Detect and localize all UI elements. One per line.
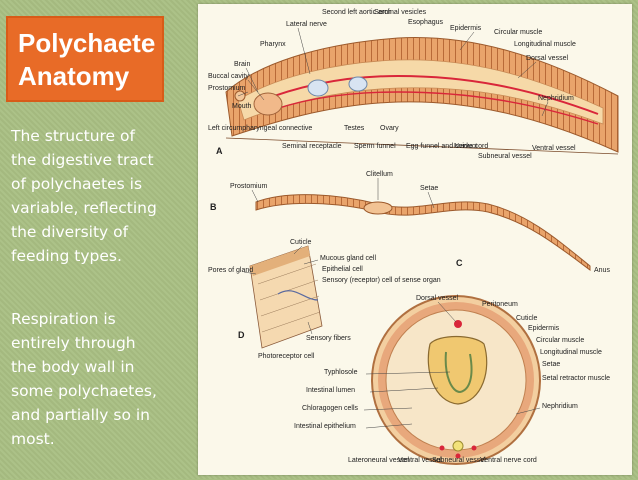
label-longitudinal-muscle: Longitudinal muscle <box>514 41 576 48</box>
label-sensory-cell: Sensory (receptor) cell of sense organ <box>322 277 441 284</box>
label-intestinal-epithelium: Intestinal epithelium <box>294 423 356 430</box>
label-subneural-vessel-c: Subneural vessel <box>432 457 486 464</box>
label-setae-b: Setae <box>420 185 438 192</box>
text-line: Respiration is <box>11 310 116 328</box>
label-epidermis: Epidermis <box>450 25 482 32</box>
panel-d-letter: D <box>238 330 245 340</box>
label-epithelial-cell: Epithelial cell <box>322 266 363 273</box>
label-setae-c: Setae <box>542 361 560 368</box>
label-ovary: Ovary <box>380 125 399 132</box>
label-clitellum: Clitellum <box>366 171 393 178</box>
label-sperm-funnel: Sperm funnel <box>354 143 396 150</box>
label-esophagus: Esophagus <box>408 19 444 26</box>
label-chloragogen-cells: Chloragogen cells <box>302 405 359 412</box>
label-second-left-aortic-arch: Second left aortic arch <box>322 9 392 16</box>
label-ventral-nerve-cord: Ventral nerve cord <box>480 457 537 464</box>
panel-a-worm <box>225 37 619 155</box>
label-pores-of-gland: Pores of gland <box>208 267 253 274</box>
label-egg-funnel: Egg funnel and oviduct <box>406 143 477 150</box>
label-brain: Brain <box>234 61 250 68</box>
label-seminal-vesicles: Seminal vesicles <box>374 9 427 16</box>
label-ventral-vessel-a: Ventral vessel <box>532 145 576 152</box>
label-pharynx: Pharynx <box>260 41 286 48</box>
text-line: The structure of <box>11 127 135 145</box>
text-line: entirely through <box>11 334 136 352</box>
text-line: of polychaetes is <box>11 175 143 193</box>
label-buccal-cavity: Buccal cavity <box>208 73 249 80</box>
label-cuticle-d: Cuticle <box>290 239 312 246</box>
label-mouth: Mouth <box>232 103 252 110</box>
label-testes: Testes <box>344 125 365 132</box>
label-prostomium-a: Prostomium <box>208 85 246 92</box>
label-subneural-vessel-a: Subneural vessel <box>478 153 532 160</box>
text-line: some polychaetes, <box>11 382 157 400</box>
panel-d-section: D Cuticle Mucous gland cell Epithelial c… <box>208 239 441 360</box>
title-box: Polychaete Anatomy <box>6 16 164 102</box>
panel-b-letter: B <box>210 202 217 212</box>
text-line: the diversity of <box>11 223 129 241</box>
title-line-1: Polychaete <box>18 28 156 58</box>
panel-c-section: C Dorsal vessel Peritoneum Cuticle Epide… <box>294 258 610 465</box>
text-line: the digestive tract <box>11 151 154 169</box>
title-line-2: Anatomy <box>18 61 130 91</box>
text-line: variable, reflecting <box>11 199 157 217</box>
label-prostomium-b: Prostomium <box>230 183 268 190</box>
label-peritoneum: Peritoneum <box>482 301 518 308</box>
label-nerve-cord: Nerve cord <box>454 143 488 150</box>
label-ventral-vessel-c: Ventral vessel <box>398 457 442 464</box>
panel-c-letter: C <box>456 258 463 268</box>
label-cuticle-c: Cuticle <box>516 315 538 322</box>
label-dorsal-vessel: Dorsal vessel <box>526 55 568 62</box>
text-line: and partially so in <box>11 406 151 424</box>
anatomy-diagram: A Lateral nerve Second left aortic arch … <box>198 4 632 475</box>
label-typhlosole: Typhlosole <box>324 369 358 376</box>
paragraph-respiration: Respiration is entirely through the body… <box>11 307 181 451</box>
label-epidermis-c: Epidermis <box>528 325 560 332</box>
anatomy-svg: A Lateral nerve Second left aortic arch … <box>208 9 619 465</box>
label-left-circumpharyngeal-connective: Left circumpharyngeal connective <box>208 125 312 132</box>
text-line: feeding types. <box>11 247 122 265</box>
paragraph-digestive: The structure of the digestive tract of … <box>11 124 181 268</box>
panel-a-labels: A Lateral nerve Second left aortic arch … <box>208 9 576 160</box>
text-line: most. <box>11 430 55 448</box>
label-dorsal-vessel-c: Dorsal vessel <box>416 295 458 302</box>
label-sensory-fibers: Sensory fibers <box>306 335 351 342</box>
label-setal-retractor-muscle: Setal retractor muscle <box>542 375 610 382</box>
label-nephridium-a: Nephridium <box>538 95 574 102</box>
panel-a-letter: A <box>216 146 223 156</box>
label-anus: Anus <box>594 267 610 274</box>
label-circular-muscle: Circular muscle <box>494 29 542 36</box>
text-line: the body wall in <box>11 358 135 376</box>
label-mucous-gland-cell: Mucous gland cell <box>320 255 376 262</box>
label-intestinal-lumen: Intestinal lumen <box>306 387 355 394</box>
label-lateral-nerve: Lateral nerve <box>286 21 327 28</box>
label-seminal-receptacle: Seminal receptacle <box>282 143 342 150</box>
label-circular-muscle-c: Circular muscle <box>536 337 584 344</box>
label-nephridium-c: Nephridium <box>542 403 578 410</box>
label-lateroneural-vessel: Lateroneural vessel <box>348 457 410 464</box>
label-longitudinal-muscle-c: Longitudinal muscle <box>540 349 602 356</box>
label-photoreceptor-cell: Photoreceptor cell <box>258 353 315 360</box>
panel-b-worm: B Prostomium Clitellum Setae Anus <box>210 171 610 274</box>
